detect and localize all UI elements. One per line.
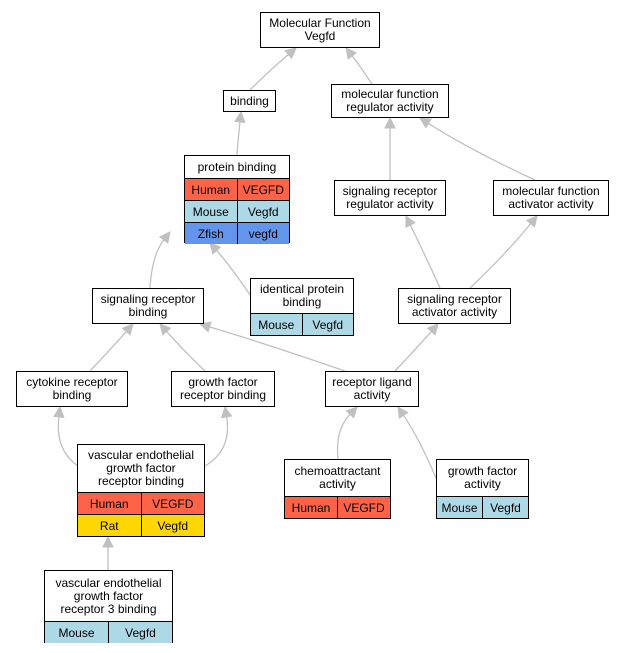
node-signaling-receptor-binding[interactable]: signaling receptor binding [92,288,204,324]
species-row: Mouse Vegfd [251,313,353,335]
edge-vegf_rec_binding-to-gf_rec_binding [204,416,229,467]
edge-sig_rec_binding-to-protein_binding [149,239,165,289]
edge-arrowhead [209,242,222,255]
edge-arrowhead [345,406,358,419]
node-title: protein binding [197,159,277,174]
species-row: Human VEGFD [185,178,289,200]
edge-rec_ligand-to-sig_rec_binding [209,326,346,372]
node-signaling-receptor-activator-activity[interactable]: signaling receptor activator activity [398,288,511,324]
species-cell: Mouse [437,497,482,518]
edge-sig_rec_activator-to-sig_rec_regulator [409,224,441,289]
node-title: vascular endothelial growth factor recep… [55,575,162,616]
node-title: molecular function regulator activity [341,87,439,114]
gene-cell: VEGFD [140,493,204,514]
edge-arrowhead [384,116,396,129]
edge-arrowhead [102,535,114,548]
edge-arrowhead [397,406,409,419]
node-growth-factor-receptor-binding[interactable]: growth factor receptor binding [171,371,275,407]
node-chemoattractant-activity[interactable]: chemoattractant activity Human VEGFD [284,459,391,519]
edge-arrowhead [53,405,65,419]
node-title: signaling receptor regulator activity [342,184,438,211]
node-molecular-function-regulator-activity[interactable]: molecular function regulator activity [331,84,449,118]
edge-arrowhead [419,117,432,129]
edge-arrowhead [220,405,233,419]
gene-cell: vegfd [236,223,289,244]
node-cytokine-receptor-binding[interactable]: cytokine receptor binding [16,371,128,407]
node-molecular-function-activator-activity[interactable]: molecular function activator activity [493,180,609,216]
node-title: growth factor activity [447,464,518,491]
species-cell: Human [285,497,337,518]
species-row: Mouse Vegfd [185,200,289,222]
edge-protein_binding-to-binding [236,121,241,156]
edge-mf_activator-to-mf_regulator [428,122,536,181]
species-cell: Mouse [251,314,302,335]
species-row: Rat Vegfd [78,514,204,536]
species-row: Human VEGFD [285,496,390,518]
edge-arrowhead [405,214,416,228]
node-identical-protein-binding[interactable]: identical protein binding Mouse Vegfd [250,278,354,336]
gene-cell: VEGFD [236,179,289,200]
node-signaling-receptor-regulator-activity[interactable]: signaling receptor regulator activity [334,180,446,216]
gene-cell: Vegfd [482,497,528,518]
edge-rec_ligand-to-sig_rec_activator [394,331,432,372]
node-vegf-receptor-3-binding[interactable]: vascular endothelial growth factor recep… [44,570,173,643]
node-title: identical protein binding [259,282,345,309]
species-cell: Human [185,179,237,200]
species-row: Mouse Vegfd [437,496,528,518]
node-title: Molecular Function Vegfd [269,16,371,43]
edge-arrowhead [525,215,538,228]
species-row: Human VEGFD [78,492,204,514]
edge-arrowhead [198,321,212,333]
species-cell: Rat [78,515,141,536]
edge-chemoattractant-to-rec_ligand [336,413,351,460]
node-title: molecular function activator activity [502,184,600,211]
node-binding[interactable]: binding [223,90,276,112]
node-title: binding [230,93,269,108]
species-row: Mouse Vegfd [45,621,172,643]
edge-binding-to-mf_vegfd [249,53,289,91]
edge-mf_regulator-to-mf_vegfd [351,55,373,85]
edge-gf_rec_binding-to-sig_rec_binding [166,331,206,372]
node-title: cytokine receptor binding [26,375,118,402]
species-cell: Mouse [185,201,237,222]
edge-arrowhead [426,323,439,336]
node-growth-factor-activity[interactable]: growth factor activity Mouse Vegfd [436,459,529,519]
node-title: vascular endothelial growth factor recep… [87,448,195,488]
node-title: chemoattractant activity [294,464,381,491]
edge-gf_activity-to-rec_ligand [403,414,437,479]
species-cell: Human [78,493,141,514]
edge-cytokine_rec-to-sig_rec_binding [89,331,127,372]
node-protein-binding[interactable]: protein binding Human VEGFD Mouse Vegfd … [184,155,290,244]
edge-arrowhead [284,47,297,60]
gene-cell: Vegfd [301,314,353,335]
species-cell: Zfish [185,223,237,244]
edge-arrowhead [345,47,358,60]
node-receptor-ligand-activity[interactable]: receptor ligand activity [325,371,419,407]
edge-arrowhead [158,231,171,244]
edge-vegf_rec_binding-to-cytokine_rec [57,416,79,467]
node-title: signaling receptor activator activity [407,292,502,319]
edge-sig_rec_activator-to-mf_activator [469,223,532,289]
edge-arrowhead [159,323,172,336]
species-row: Zfish vegfd [185,222,289,244]
node-molecular-function-vegfd[interactable]: Molecular Function Vegfd [260,12,380,48]
gene-cell: VEGFD [337,497,390,518]
edge-arrowhead [234,110,246,124]
gene-cell: Vegfd [108,622,172,643]
node-vegf-receptor-binding[interactable]: vascular endothelial growth factor recep… [77,444,205,537]
node-title: receptor ligand activity [332,375,412,402]
node-title: growth factor receptor binding [179,375,267,402]
gene-cell: Vegfd [140,515,204,536]
edge-identical_protein-to-protein_binding [216,250,251,296]
edge-arrowhead [121,323,134,336]
node-title: signaling receptor binding [100,292,196,319]
gene-cell: Vegfd [236,201,289,222]
species-cell: Mouse [45,622,108,643]
